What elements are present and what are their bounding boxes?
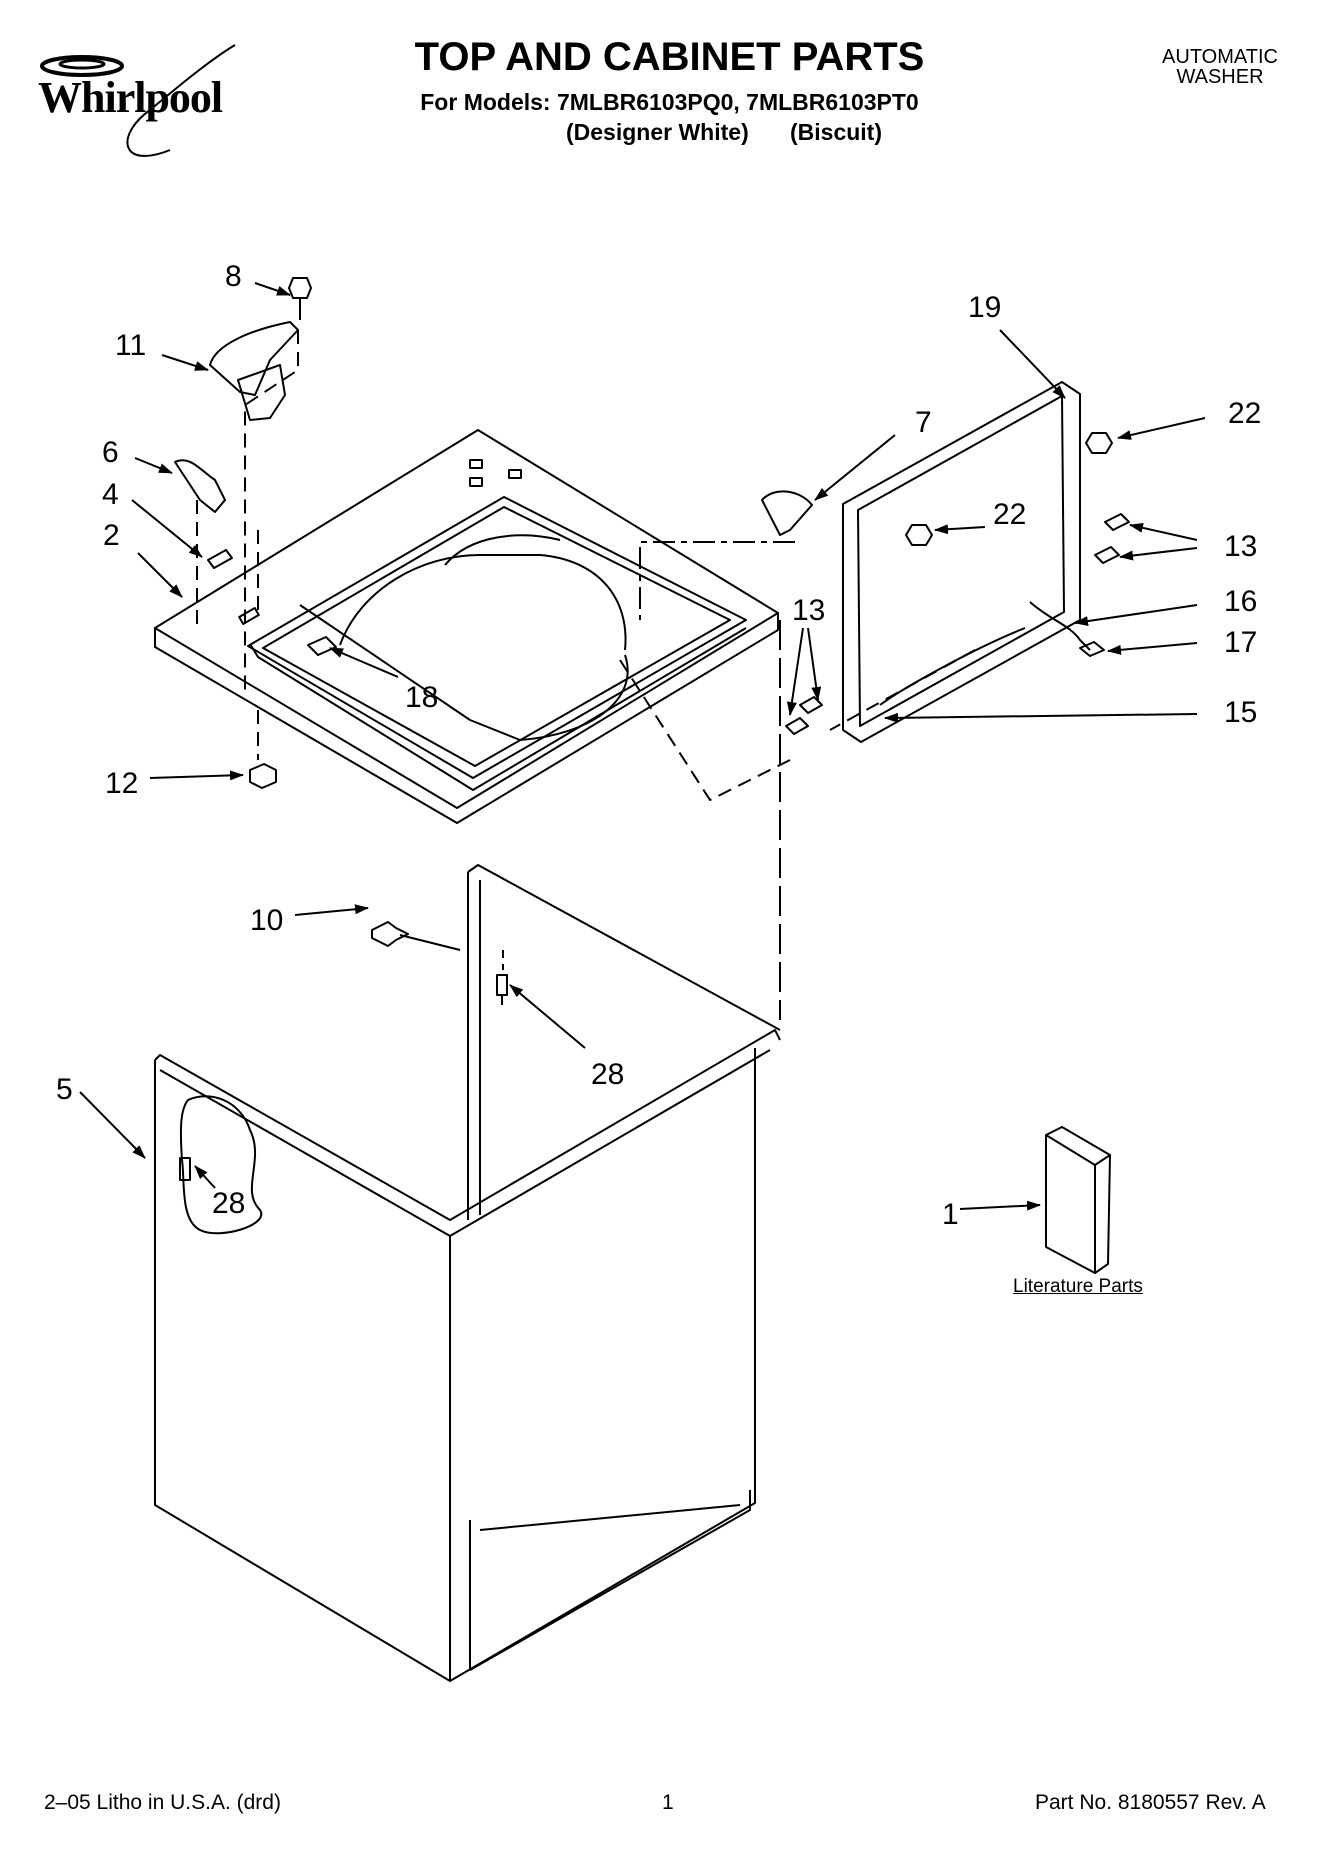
part-5-cabinet	[154, 864, 781, 1682]
callout-15: 15	[1224, 696, 1257, 729]
callout-2: 2	[103, 519, 120, 552]
part-number: Part No. 8180557 Rev. A	[1035, 1791, 1266, 1814]
part-22-bumper-top	[1085, 432, 1113, 454]
color-designer-white: (Designer White)	[566, 119, 749, 145]
callout-28-upper: 28	[591, 1058, 624, 1091]
callout-19: 19	[968, 291, 1001, 324]
part-11-lid-switch	[209, 321, 299, 421]
part-8-screw	[288, 277, 312, 320]
models-line: For Models: 7MLBR6103PQ0, 7MLBR6103PT0	[420, 89, 919, 115]
appliance-line-1: AUTOMATIC	[1162, 46, 1278, 68]
part-13-screws-right	[1094, 513, 1130, 564]
literature-parts-label: Literature Parts	[1013, 1276, 1143, 1297]
part-6-clip	[174, 459, 226, 513]
callout-7: 7	[915, 406, 932, 439]
callout-16: 16	[1224, 585, 1257, 618]
callout-5: 5	[56, 1073, 73, 1106]
callout-arrows	[79, 282, 1206, 1211]
part-16-hinge	[1029, 601, 1091, 651]
logo-swirl-icon	[40, 44, 236, 157]
callout-22-left: 22	[993, 498, 1026, 531]
callout-11: 11	[115, 329, 146, 362]
leader-11	[244, 330, 299, 690]
part-1-literature	[1045, 1126, 1111, 1274]
callout-4: 4	[102, 478, 119, 511]
part-4-clip	[207, 549, 233, 569]
part-7-bumper	[761, 490, 813, 536]
page-title: TOP AND CABINET PARTS	[414, 35, 925, 79]
appliance-line-2: WASHER	[1176, 66, 1264, 88]
callout-13-left: 13	[792, 594, 825, 627]
color-biscuit: (Biscuit)	[790, 119, 882, 145]
callout-6: 6	[102, 436, 119, 469]
callout-1: 1	[942, 1198, 959, 1231]
appliance-type: AUTOMATIC WASHER	[1130, 47, 1310, 87]
part-28-screw-lower	[179, 1157, 191, 1181]
part-28-screw-upper	[496, 974, 508, 1005]
brand-name: Whirlpool	[38, 73, 223, 122]
part-13-screws-left	[785, 696, 823, 735]
top-panel	[154, 429, 779, 824]
callout-13-right: 13	[1224, 530, 1257, 563]
callout-18: 18	[405, 681, 438, 714]
whirlpool-logo	[20, 40, 270, 170]
cutaway-view	[179, 1095, 263, 1235]
callout-22-top: 22	[1228, 397, 1261, 430]
callout-labels: 8 11 6 4 2 12 18 7 19 22 22 13 13 16 17 …	[56, 260, 1261, 1231]
part-18-grommet	[307, 636, 337, 656]
callout-28-lower: 28	[212, 1187, 245, 1220]
callout-17: 17	[1224, 626, 1257, 659]
part-10-screw	[371, 921, 409, 947]
part-15-hinge	[879, 627, 1026, 706]
page-number: 1	[662, 1791, 674, 1814]
callout-12: 12	[105, 767, 138, 800]
part-22-bumper-left	[905, 524, 933, 546]
footer-litho: 2–05 Litho in U.S.A. (drd)	[44, 1791, 281, 1814]
part-17-nut	[1079, 641, 1105, 657]
part-12-nut	[249, 763, 277, 789]
callout-8: 8	[225, 260, 242, 293]
callout-10: 10	[250, 904, 283, 937]
part-19-lid-frame	[842, 381, 1081, 743]
